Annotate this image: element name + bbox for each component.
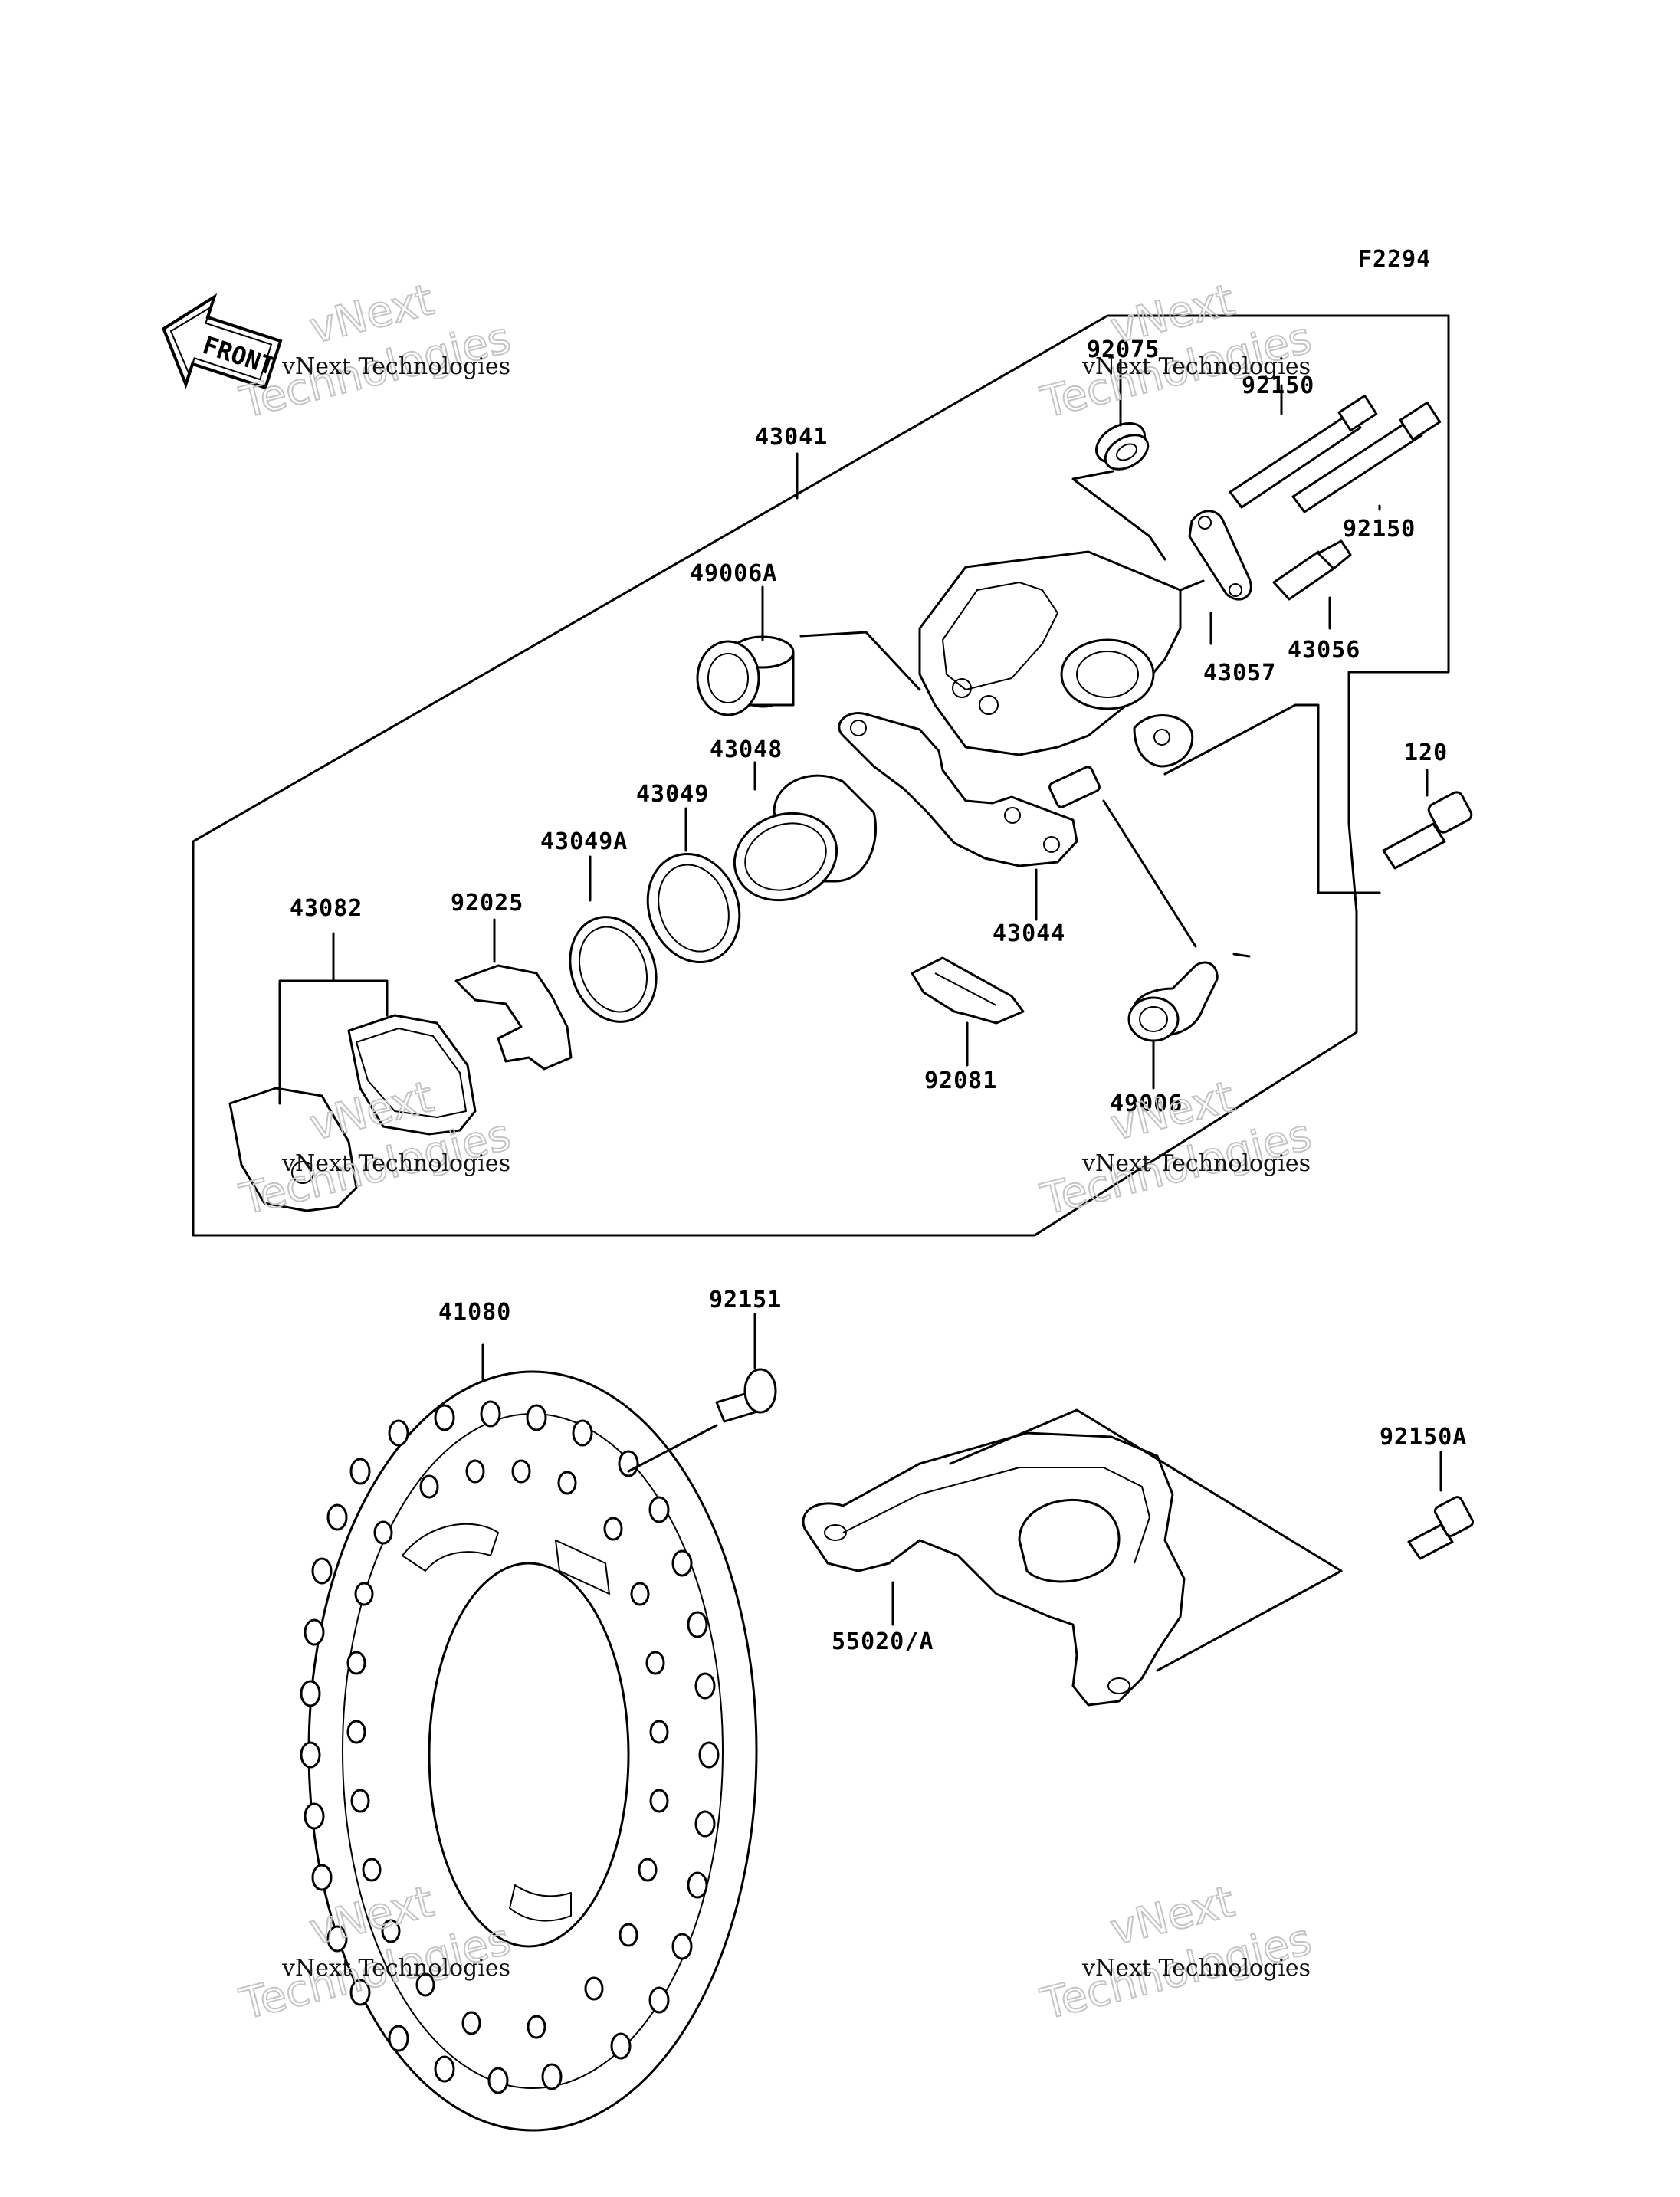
label-43057: 43057: [1203, 660, 1276, 687]
svg-text:vNext Technologies: vNext Technologies: [281, 353, 510, 380]
part-92151-bolt: [715, 1368, 777, 1423]
part-43049A-seal: [569, 916, 658, 1023]
label-92151: 92151: [709, 1287, 782, 1313]
watermark-top-right: vNext Technologies vNext Technologies: [1035, 274, 1317, 429]
part-92025-spring: [454, 964, 573, 1071]
front-arrow-icon: FRONT: [161, 293, 283, 390]
label-43041: 43041: [755, 424, 828, 451]
watermark-mid-right: vNext Technologies vNext Technologies: [1035, 1071, 1317, 1226]
label-120: 120: [1404, 739, 1448, 766]
part-43082-pads: [228, 1014, 477, 1212]
svg-text:vNext Technologies: vNext Technologies: [281, 1150, 510, 1177]
part-49006A-boot: [696, 635, 795, 716]
part-92150A-bolt: [1407, 1496, 1475, 1560]
part-41080-brake-disc: [300, 1370, 758, 2132]
label-92025: 92025: [451, 890, 523, 917]
label-43049: 43049: [636, 781, 709, 808]
svg-text:vNext Technologies: vNext Technologies: [281, 1955, 510, 1982]
part-92075-seal: [1095, 421, 1150, 471]
part-49006-boot: [1127, 961, 1219, 1042]
label-92075: 92075: [1087, 336, 1160, 363]
part-43044-bracket: [838, 712, 1078, 867]
label-55020A: 55020/A: [832, 1628, 934, 1655]
caliper-assembly-outline: [192, 314, 1450, 1237]
label-49006A: 49006A: [690, 560, 777, 587]
part-120-bolt: [1382, 791, 1473, 870]
part-43048-piston: [733, 774, 878, 902]
watermark-bottom-right: vNext Technologies vNext Technologies: [1035, 1876, 1317, 2031]
label-43082: 43082: [290, 895, 363, 922]
label-92150A: 92150A: [1380, 1424, 1467, 1451]
caliper-body: [918, 550, 1194, 768]
part-43057-link: [1188, 510, 1252, 601]
label-43056: 43056: [1288, 637, 1360, 664]
part-92150-pin-upper: [1229, 395, 1378, 509]
part-43049-seal: [646, 852, 741, 964]
part-43056-bleeder: [1272, 539, 1352, 601]
disc-holes: [300, 1400, 720, 2094]
svg-text:vNext Technologies: vNext Technologies: [1081, 353, 1311, 380]
svg-text:vNext Technologies: vNext Technologies: [1081, 1955, 1311, 1982]
label-92150-lower: 92150: [1343, 516, 1416, 543]
part-92150-pin-lower: [1291, 401, 1442, 513]
label-92150-upper: 92150: [1242, 372, 1314, 399]
label-49006: 49006: [1110, 1090, 1183, 1117]
label-43049A: 43049A: [540, 828, 628, 855]
label-43044: 43044: [993, 920, 1065, 947]
label-92081: 92081: [924, 1067, 997, 1094]
part-pin-on-bracket: [1048, 766, 1101, 808]
label-43048: 43048: [710, 736, 783, 763]
figure-code: F2294: [1358, 246, 1431, 273]
part-55020A-bracket: [802, 1431, 1186, 1707]
part-92081-shim: [911, 956, 1025, 1025]
svg-text:vNext Technologies: vNext Technologies: [1081, 1150, 1311, 1177]
label-41080: 41080: [438, 1299, 511, 1326]
